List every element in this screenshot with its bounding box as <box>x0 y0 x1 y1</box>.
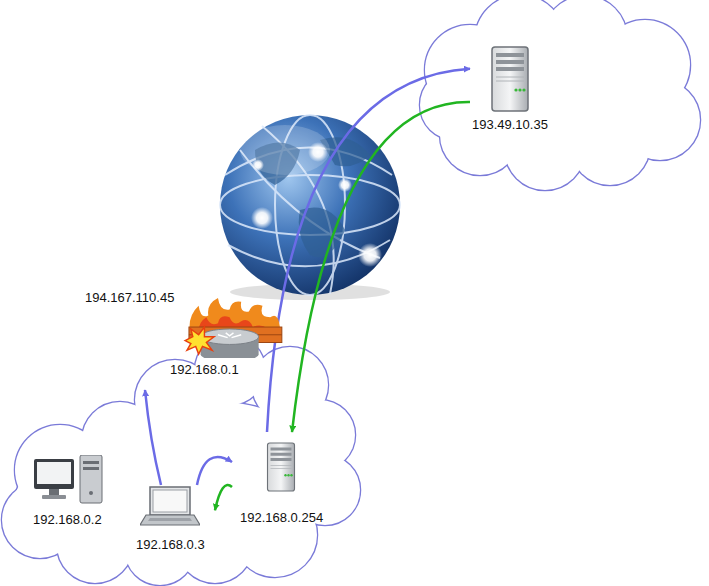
network-device: 194.167.110.45 192.168.0.1 <box>85 290 285 390</box>
traffic-arrow <box>197 457 232 485</box>
desktop-icon <box>32 455 104 505</box>
proxy-server-icon <box>266 432 296 502</box>
ip-address-label: 192.168.0.2 <box>33 512 102 528</box>
server-icon <box>490 45 530 113</box>
traffic-arrow <box>145 390 161 485</box>
ip-address-label: 193.49.10.35 <box>472 117 548 133</box>
network-device: 192.168.0.254 <box>232 432 332 532</box>
traffic-arrow <box>267 69 470 432</box>
network-device: 193.49.10.35 <box>470 45 550 140</box>
network-device: 192.168.0.3 <box>125 485 215 557</box>
network-device: 192.168.0.2 <box>20 455 115 533</box>
traffic-arrow <box>292 102 470 432</box>
traffic-arrow <box>215 485 232 510</box>
ip-address-label: 192.168.0.3 <box>136 537 205 553</box>
ip-address-label: 192.168.0.1 <box>170 362 239 378</box>
laptop-icon <box>140 485 200 527</box>
firewall-router-icon <box>180 298 285 358</box>
ip-address-label: 194.167.110.45 <box>85 290 174 306</box>
ip-address-label: 192.168.0.254 <box>240 510 323 526</box>
